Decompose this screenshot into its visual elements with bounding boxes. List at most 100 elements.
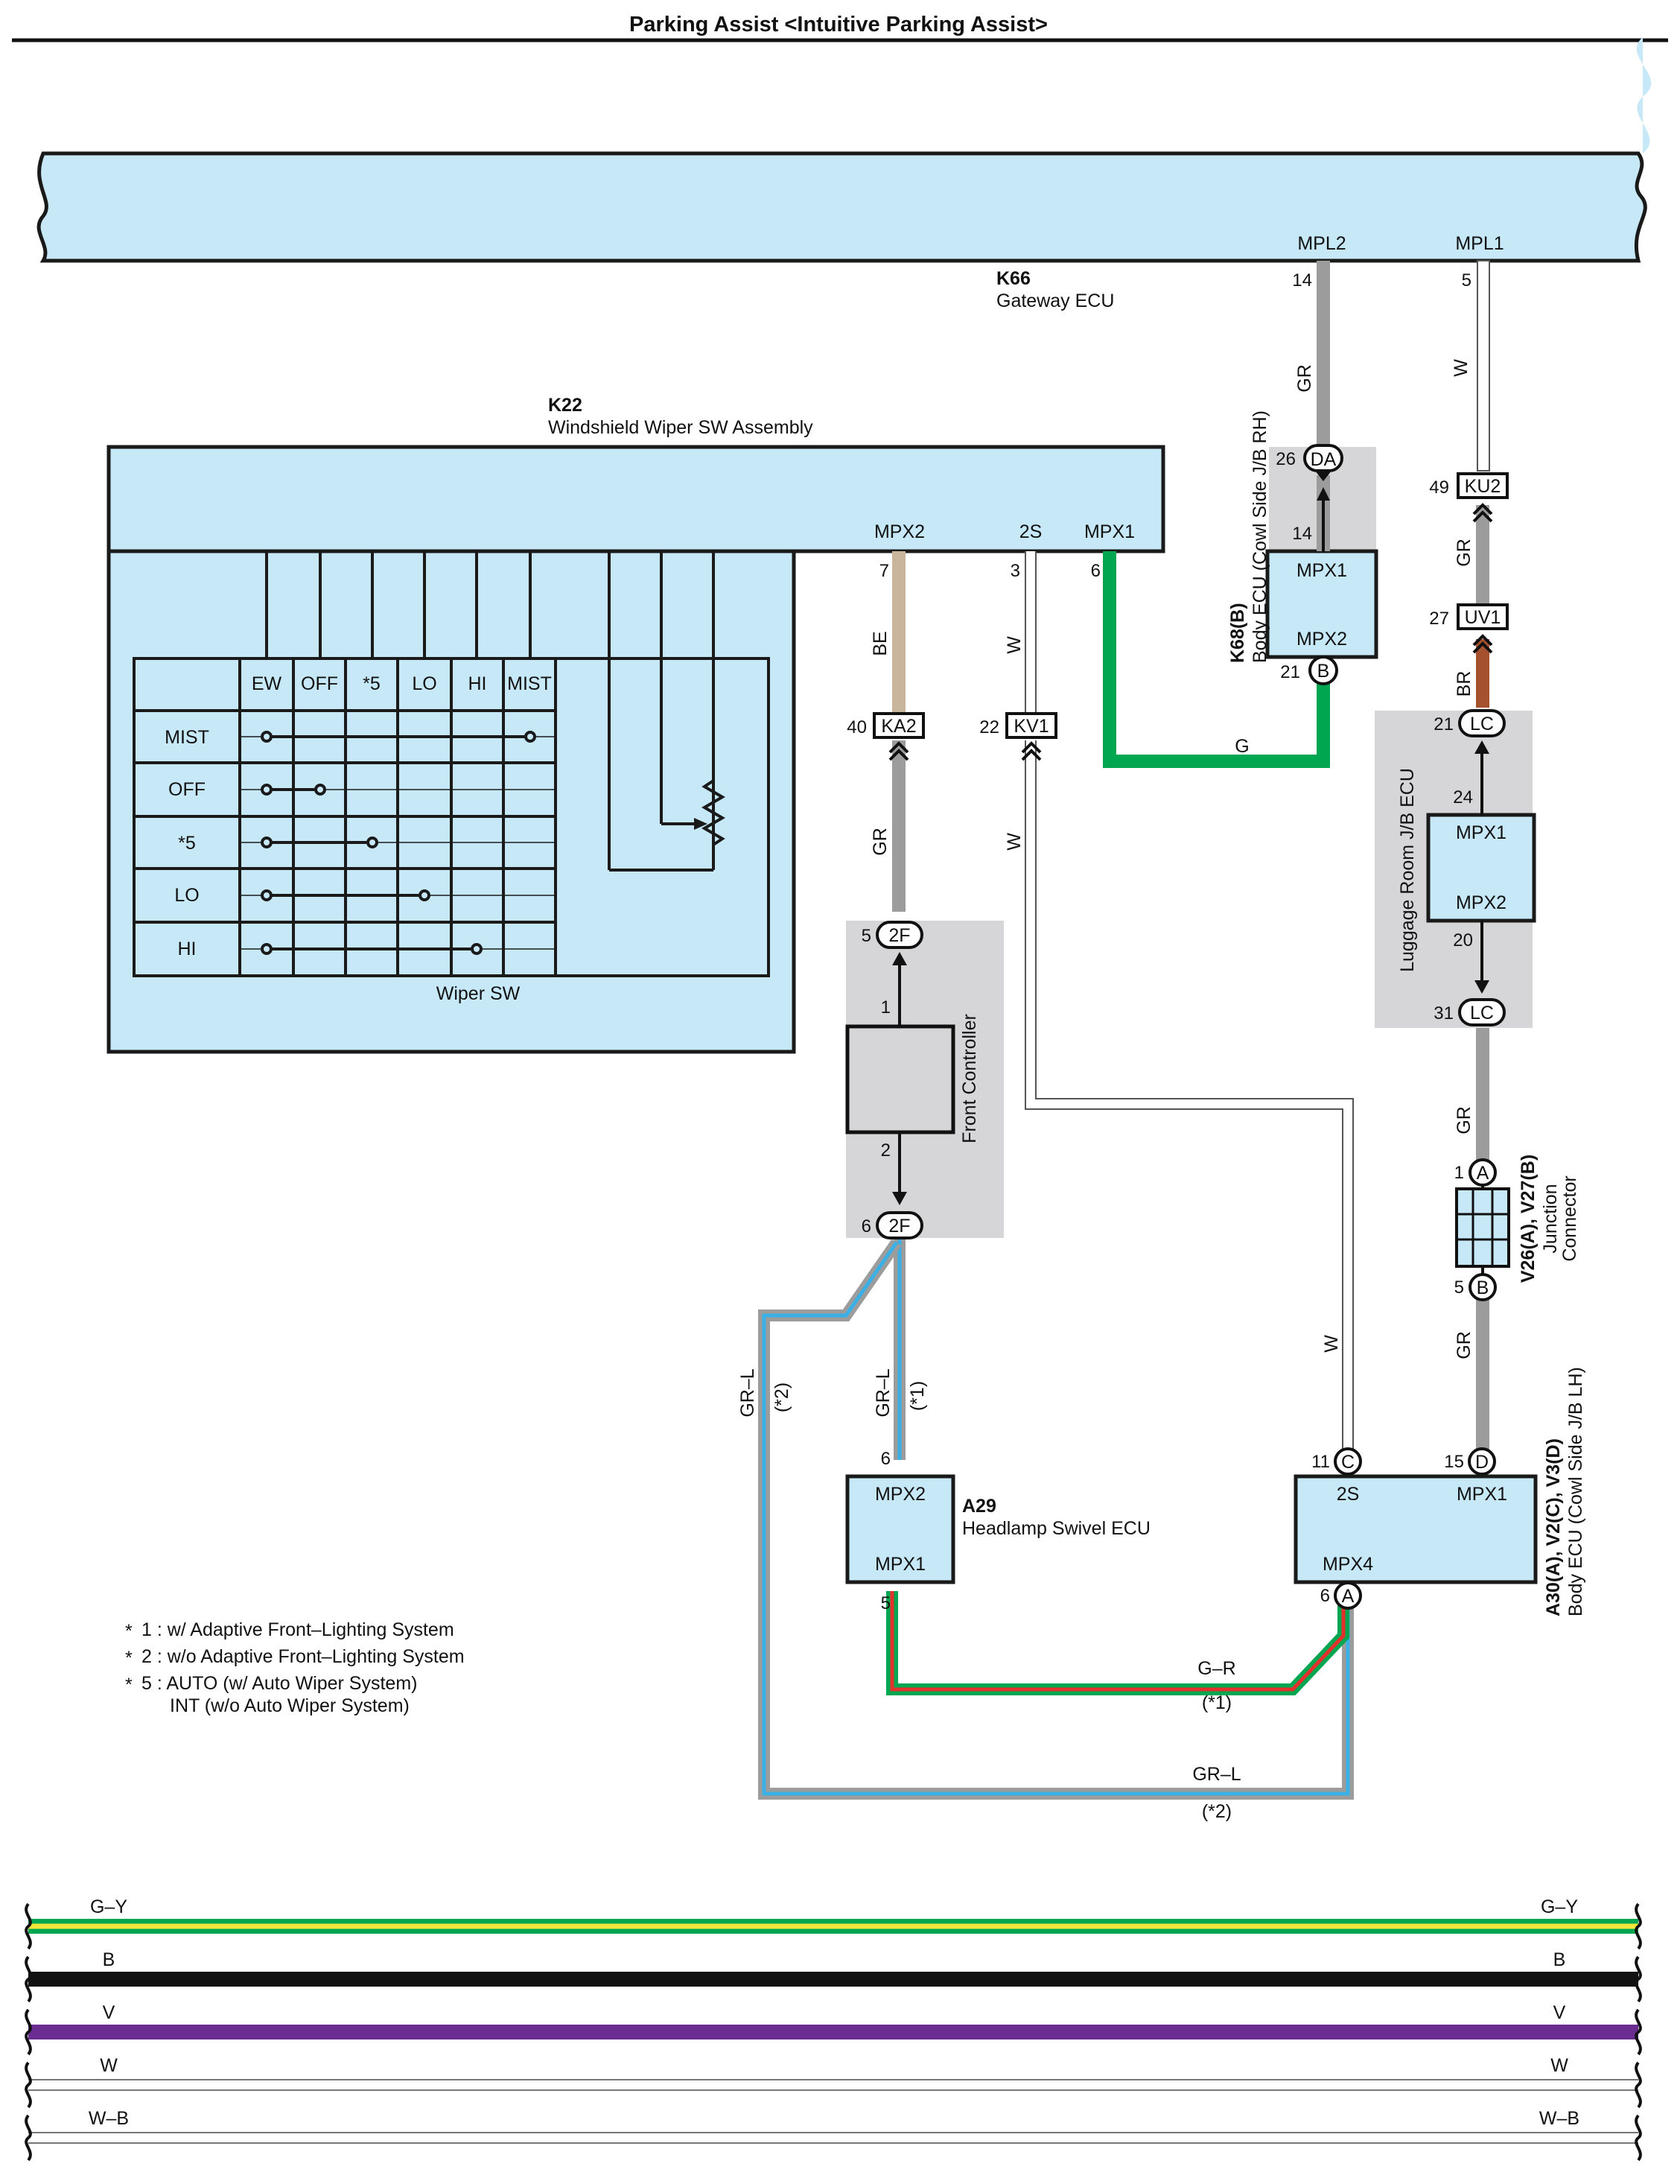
body-lh-terminal-mpx4: MPX4 xyxy=(1323,1554,1373,1575)
luggage-pin-bottom: 20 xyxy=(1453,930,1473,950)
wire-label-grl-1: GR–L xyxy=(873,1368,894,1417)
svg-text:A30(A), V2(C), V3(D): A30(A), V2(C), V3(D) xyxy=(1543,1438,1564,1616)
footnote-2-mark: * xyxy=(125,1648,133,1669)
wire-label-be: BE xyxy=(870,631,891,655)
wiper-sw-resistor xyxy=(701,779,725,846)
connector-b21: B xyxy=(1308,655,1338,685)
wire-grl-2-stripe xyxy=(762,1241,1350,1796)
svg-text:2F: 2F xyxy=(888,925,910,946)
luggage-name: Luggage Room J/B ECU xyxy=(1397,768,1418,972)
a29-code: A29 xyxy=(962,1496,996,1517)
page-title: Parking Assist <Intuitive Parking Assist… xyxy=(629,13,1048,36)
connector-2f-bottom: 2F xyxy=(876,1211,923,1239)
front-pin-top: 1 xyxy=(881,997,891,1018)
connector-da-pin: 26 xyxy=(1276,449,1296,469)
a29-pin-bottom: 5 xyxy=(881,1593,891,1613)
junction-connector: A B xyxy=(1455,1158,1510,1301)
wire-label-w-1: W xyxy=(1451,359,1471,377)
k22-header-box xyxy=(106,445,1165,553)
bus-wire-label-right: W–B xyxy=(1539,2108,1579,2129)
body-lh-pin-d: 15 xyxy=(1444,1452,1464,1472)
body-lh-pin-c: 11 xyxy=(1311,1452,1330,1472)
front-arrow-top xyxy=(892,952,907,965)
wiper-col-hi: HI xyxy=(468,673,487,694)
wire-label-br: BR xyxy=(1454,671,1474,697)
body-lh-terminal-mpx1: MPX1 xyxy=(1457,1484,1507,1505)
svg-text:Body ECU (Cowl Side J/B RH): Body ECU (Cowl Side J/B RH) xyxy=(1250,410,1270,663)
wiper-col-star5: *5 xyxy=(363,673,381,694)
a29-box xyxy=(845,1474,955,1584)
luggage-terminal-top: MPX1 xyxy=(1456,822,1506,843)
bus-wire-label-right: V xyxy=(1553,2002,1566,2023)
bus-wire-label-right: G–Y xyxy=(1541,1896,1578,1917)
svg-text:LC: LC xyxy=(1470,714,1494,734)
connector-2f-top-pin: 5 xyxy=(862,926,871,946)
a29-terminal-bottom: MPX1 xyxy=(875,1554,926,1575)
wiper-sw-contacts xyxy=(261,731,536,955)
svg-text:C: C xyxy=(1341,1452,1355,1473)
wiper-col-lo: LO xyxy=(412,673,436,694)
connector-kv1: KV1 xyxy=(1005,712,1057,761)
front-controller-box xyxy=(845,1024,955,1134)
k68-pin-top: 14 xyxy=(1292,524,1312,544)
svg-text:V26(A), V27(B): V26(A), V27(B) xyxy=(1518,1155,1539,1283)
body-lh-pin-a: 6 xyxy=(1320,1586,1330,1606)
wire-gr-ku2-uv1 xyxy=(1476,505,1489,605)
svg-text:K68(B): K68(B) xyxy=(1227,603,1248,663)
k68-pin-bottom: 21 xyxy=(1280,662,1300,682)
connector-lc-bottom: LC xyxy=(1458,998,1506,1026)
a29-terminal-top: MPX2 xyxy=(875,1484,926,1505)
front-pin-bottom: 2 xyxy=(881,1140,891,1161)
connector-kv1-pin: 22 xyxy=(979,717,999,737)
gateway-ecu-band xyxy=(43,37,1652,153)
wire-w-mpl1 xyxy=(1477,260,1490,472)
svg-text:2F: 2F xyxy=(888,1216,910,1237)
bus-wire-label-right: B xyxy=(1553,1949,1566,1970)
svg-text:Connector: Connector xyxy=(1559,1175,1580,1261)
k66-pin-mpl1: 5 xyxy=(1462,270,1471,291)
wire-label-grl-3: GR–L xyxy=(1192,1764,1241,1785)
footnote-1: 1 : w/ Adaptive Front–Lighting System xyxy=(141,1619,454,1640)
body-lh-connector-d: D xyxy=(1468,1447,1496,1476)
connector-lc-bottom-pin: 31 xyxy=(1434,1003,1454,1023)
wire-gr-mpl2 xyxy=(1317,261,1330,454)
k22-code: K22 xyxy=(548,395,582,416)
wire-g xyxy=(1103,551,1330,768)
a29-name: Headlamp Swivel ECU xyxy=(962,1518,1151,1539)
wire-gr-ka2 xyxy=(892,740,906,912)
body-lh-label: A30(A), V2(C), V3(D) Body ECU (Cowl Side… xyxy=(1543,1367,1586,1616)
svg-text:Body ECU (Cowl Side J/B LH): Body ECU (Cowl Side J/B LH) xyxy=(1565,1367,1586,1616)
luggage-arrow-bottom xyxy=(1474,980,1489,994)
k22-terminal-mpx1: MPX1 xyxy=(1084,521,1135,542)
footnote-2: 2 : w/o Adaptive Front–Lighting System xyxy=(141,1646,465,1667)
body-lh-connector-c: C xyxy=(1334,1447,1362,1476)
k22-pin-2s: 3 xyxy=(1011,561,1020,581)
wire-be xyxy=(892,551,906,714)
wiper-row-hi: HI xyxy=(178,939,197,959)
connector-ku2-pin: 49 xyxy=(1429,477,1449,498)
wiper-row-mist: MIST xyxy=(165,727,209,748)
connector-uv1: UV1 xyxy=(1457,603,1509,654)
wire-gr-junction-d xyxy=(1476,1287,1489,1450)
connector-lc-top-pin: 21 xyxy=(1434,714,1454,734)
connector-ku2: KU2 xyxy=(1457,472,1509,523)
k68-arrow xyxy=(1317,487,1330,501)
k66-name: Gateway ECU xyxy=(996,291,1114,311)
wiper-row-off: OFF xyxy=(168,779,206,800)
svg-text:UV1: UV1 xyxy=(1465,607,1501,628)
junction-pin-b: 5 xyxy=(1454,1277,1464,1298)
a29-pin-top: 6 xyxy=(881,1449,891,1469)
wire-label-gr-3: GR xyxy=(1454,539,1474,567)
wire-br xyxy=(1476,639,1489,708)
wire-gr-lc-junction xyxy=(1476,1026,1489,1172)
bus-wire-label-left: G–Y xyxy=(90,1896,127,1917)
wiper-col-mist: MIST xyxy=(507,673,552,694)
bus-wire-g-y: G–Y G–Y xyxy=(25,1896,1642,1950)
k22-name: Windshield Wiper SW Assembly xyxy=(548,417,813,438)
front-arrow-bottom xyxy=(892,1192,907,1205)
k66-terminal-mpl1: MPL1 xyxy=(1455,233,1504,254)
